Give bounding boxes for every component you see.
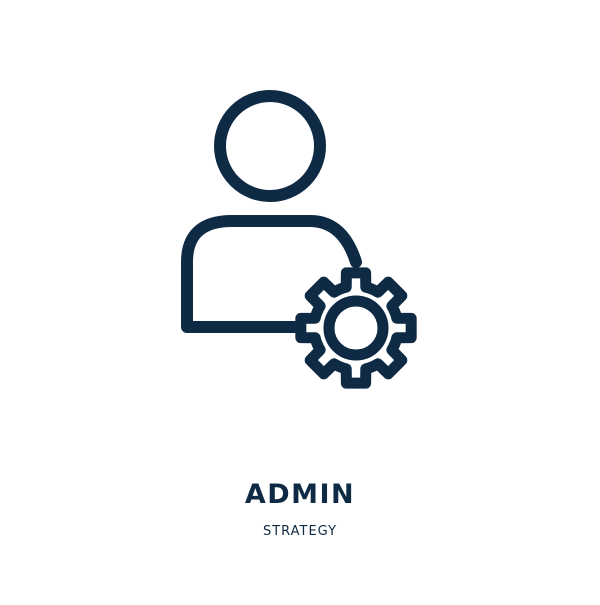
icon-title: ADMIN (244, 479, 356, 510)
icon-category: STRATEGY (262, 524, 338, 539)
user-head-icon (214, 90, 326, 202)
user-body-icon (181, 215, 362, 333)
gear-icon (295, 267, 417, 389)
